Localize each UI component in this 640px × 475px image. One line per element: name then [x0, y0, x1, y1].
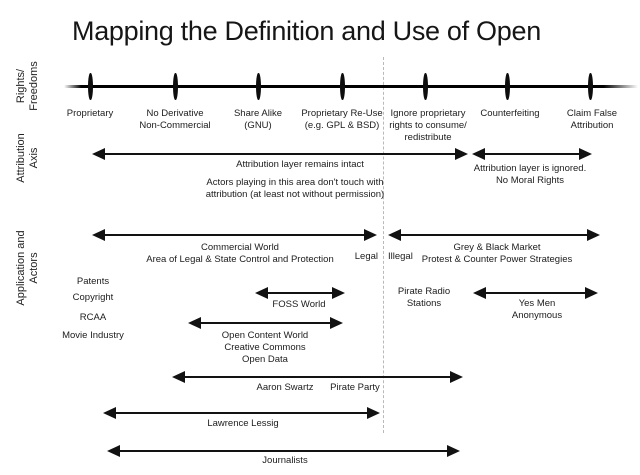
list-item-rcaa: RCAA: [79, 312, 107, 323]
label-journalists: Journalists: [262, 455, 308, 466]
tick-label-claim-false: Claim False Attribution: [566, 108, 618, 131]
axis-tick-no-derivative: [173, 73, 178, 100]
label-legal: Legal: [354, 251, 378, 262]
label-pirate-party: Pirate Party: [330, 382, 380, 393]
label-commercial-world: Commercial World Area of Legal & State C…: [146, 242, 334, 265]
label-pirate-radio-stations: Pirate Radio Stations: [397, 286, 451, 309]
arrow-foss-world: [255, 287, 345, 299]
arrow-journalists: [107, 445, 460, 457]
axis-tick-ignore-rights: [423, 73, 428, 100]
label-lawrence-lessig: Lawrence Lessig: [207, 418, 279, 429]
tick-label-counterfeiting: Counterfeiting: [480, 108, 540, 119]
axis-tick-claim-false: [588, 73, 593, 100]
arrow-open-content-world: [188, 317, 343, 329]
axis-tick-counterfeiting: [505, 73, 510, 100]
tick-label-no-derivative: No Derivative Non-Commercial: [139, 108, 211, 131]
arrow-attribution-ignored: [472, 148, 592, 160]
arrow-commercial-world: [92, 229, 377, 241]
arrow-aaron-swartz-pirate-party: [172, 371, 463, 383]
label-foss-world: FOSS World: [272, 299, 326, 310]
axis-tick-share-alike: [256, 73, 261, 100]
row-label-application-actors: Application and Actors: [15, 230, 40, 306]
label-grey-black-market: Grey & Black Market Protest & Counter Po…: [421, 242, 573, 265]
note-attribution-actors: Actors playing in this area don't touch …: [205, 177, 385, 200]
tick-label-share-alike: Share Alike (GNU): [233, 108, 283, 131]
tick-label-proprietary: Proprietary: [66, 108, 114, 119]
label-attribution-ignored: Attribution layer is ignored. No Moral R…: [473, 163, 587, 186]
legal-illegal-divider-line: [383, 57, 384, 433]
arrow-grey-black-market: [388, 229, 600, 241]
label-illegal: Illegal: [388, 251, 413, 262]
label-open-content-world: Open Content World Creative Commons Open…: [221, 330, 309, 365]
tick-label-ignore-rights: Ignore proprietary rights to consume/ re…: [389, 108, 467, 143]
label-yes-men-anonymous: Yes Men Anonymous: [511, 298, 563, 321]
label-aaron-swartz: Aaron Swartz: [256, 382, 314, 393]
arrow-attribution-intact: [92, 148, 468, 160]
page-title: Mapping the Definition and Use of Open: [72, 16, 541, 46]
axis-tick-proprietary: [88, 73, 93, 100]
tick-label-proprietary-reuse: Proprietary Re-Use (e.g. GPL & BSD): [301, 108, 383, 131]
arrow-lawrence-lessig: [103, 407, 380, 419]
list-item-copyright: Copyright: [72, 292, 114, 303]
list-item-movie-industry: Movie Industry: [62, 330, 124, 341]
list-item-patents: Patents: [76, 276, 110, 287]
arrow-yes-men: [473, 287, 598, 299]
label-attribution-intact: Attribution layer remains intact: [236, 159, 364, 170]
rights-axis-line: [64, 85, 638, 88]
axis-tick-proprietary-reuse: [340, 73, 345, 100]
